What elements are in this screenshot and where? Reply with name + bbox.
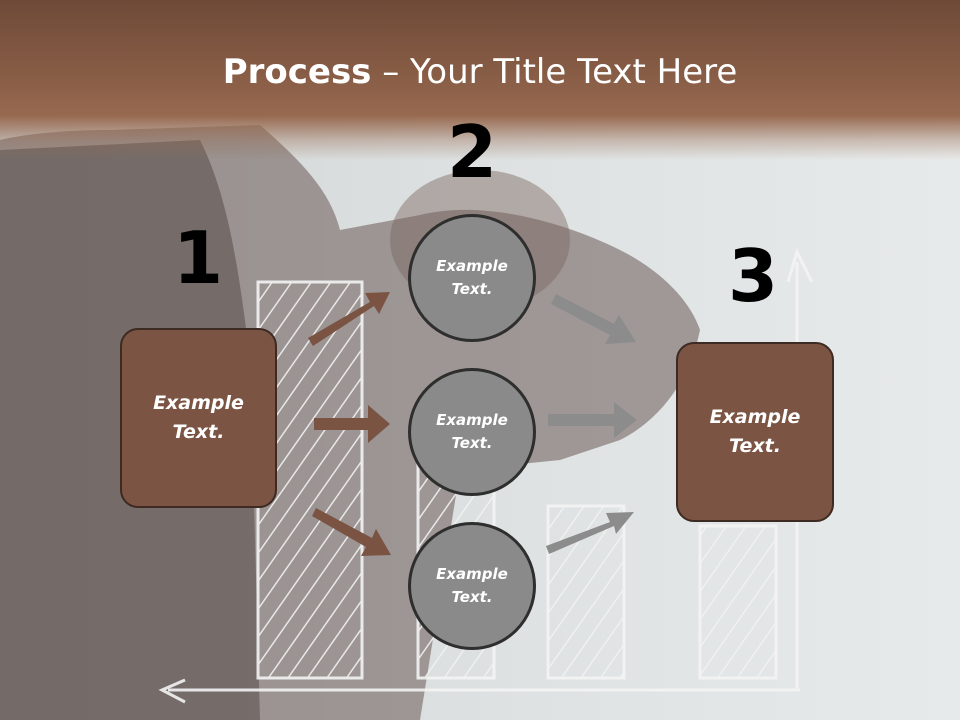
step-number-3: 3 [727,234,779,318]
left-box-line2: Text. [172,421,225,443]
step-number-1: 1 [172,216,224,300]
circle-bottom-line2: Text. [451,588,493,606]
circle-middle-line2: Text. [451,434,493,452]
circle-top-line1: Example [436,257,508,275]
step-number-2: 2 [446,110,498,194]
title-bold: Process [222,52,372,92]
right-box-line2: Text. [729,435,781,457]
circle-bottom-line1: Example [436,565,508,583]
circle-middle-line1: Example [436,411,508,429]
right-box-line1: Example [709,406,801,428]
left-box-line1: Example [153,392,244,414]
title-rest: – Your Title Text Here [371,52,738,92]
title-band [0,0,960,160]
circle-top-line2: Text. [451,280,493,298]
slide-title: Process – Your Title Text Here [0,52,960,92]
